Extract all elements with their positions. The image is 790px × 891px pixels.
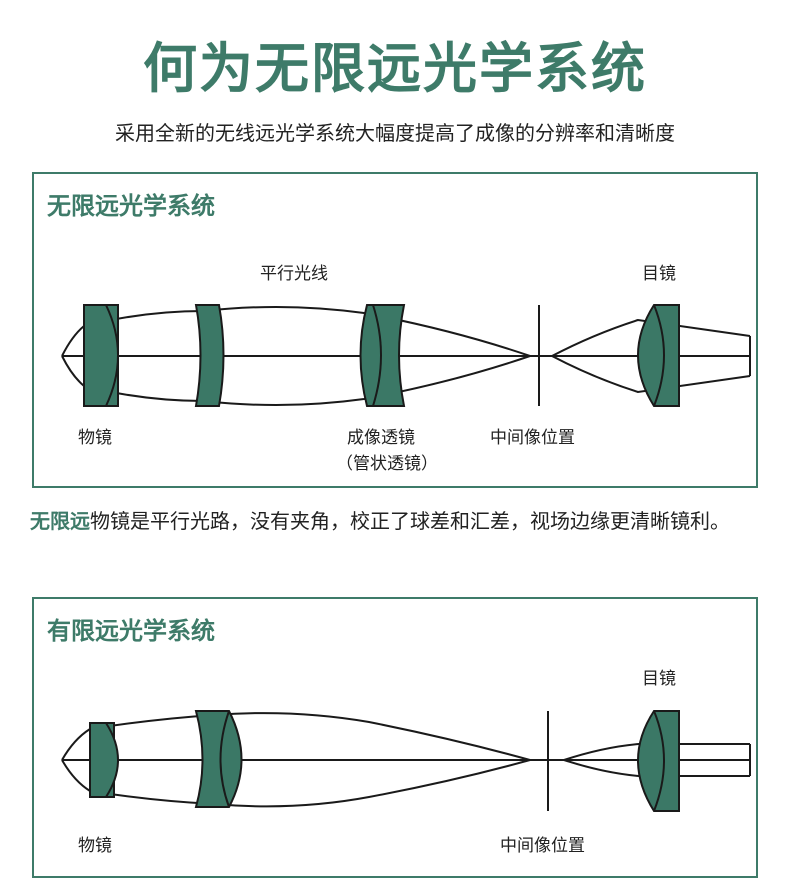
- page-title: 何为无限远光学系统: [143, 37, 647, 100]
- label-eyepiece: 目镜: [642, 669, 676, 689]
- ray-envelope-upper: [61, 712, 531, 761]
- description-highlight: 无限远: [30, 509, 90, 533]
- label-intermediate-image: 中间像位置: [500, 836, 585, 856]
- label-parallel-light: 平行光线: [260, 264, 328, 284]
- infinity-panel-title: 无限远光学系统: [47, 192, 215, 220]
- eyepiece-lens: [637, 304, 680, 407]
- label-intermediate-image: 中间像位置: [490, 428, 575, 448]
- tube-lens: [359, 304, 406, 407]
- infinity-system-panel: 无限远光学系统 平行光线 目镜 物镜 成像透镜 （管状透镜） 中间像位置: [32, 172, 758, 488]
- label-eyepiece: 目镜: [642, 264, 676, 284]
- label-objective: 物镜: [78, 428, 112, 448]
- eyepiece-ray-lower: [551, 355, 751, 394]
- middle-lens: [194, 304, 225, 407]
- eyepiece-lens-curve: [653, 304, 665, 407]
- finite-panel-title: 有限远光学系统: [47, 617, 215, 645]
- description-text: 物镜是平行光路，没有夹角，校正了球差和汇差，视场边缘更清晰镜利。: [90, 509, 730, 533]
- tube-lens-curve: [372, 304, 382, 407]
- eyepiece-lens-curve: [653, 710, 665, 812]
- ray-envelope-upper: [61, 305, 531, 357]
- ray-envelope-lower: [61, 355, 531, 407]
- second-lens: [194, 710, 243, 808]
- page-subtitle: 采用全新的无线远光学系统大幅度提高了成像的分辨率和清晰度: [115, 121, 675, 145]
- objective-lens-curve: [105, 722, 119, 798]
- label-tube-lens-note: （管状透镜）: [336, 454, 438, 474]
- label-tube-lens: 成像透镜: [347, 428, 415, 448]
- infinity-system-diagram: [61, 304, 751, 407]
- ray-envelope-lower: [61, 759, 531, 808]
- eyepiece-lens: [637, 710, 680, 812]
- objective-lens-curve: [105, 304, 119, 407]
- label-objective: 物镜: [78, 836, 112, 856]
- infinity-description: 无限远物镜是平行光路，没有夹角，校正了球差和汇差，视场边缘更清晰镜利。: [30, 505, 760, 538]
- finite-system-panel: 有限远光学系统 目镜 物镜 中间像位置: [32, 597, 758, 878]
- second-lens-curve: [219, 710, 230, 808]
- finite-system-diagram: [61, 710, 751, 812]
- eyepiece-ray-upper: [551, 318, 751, 357]
